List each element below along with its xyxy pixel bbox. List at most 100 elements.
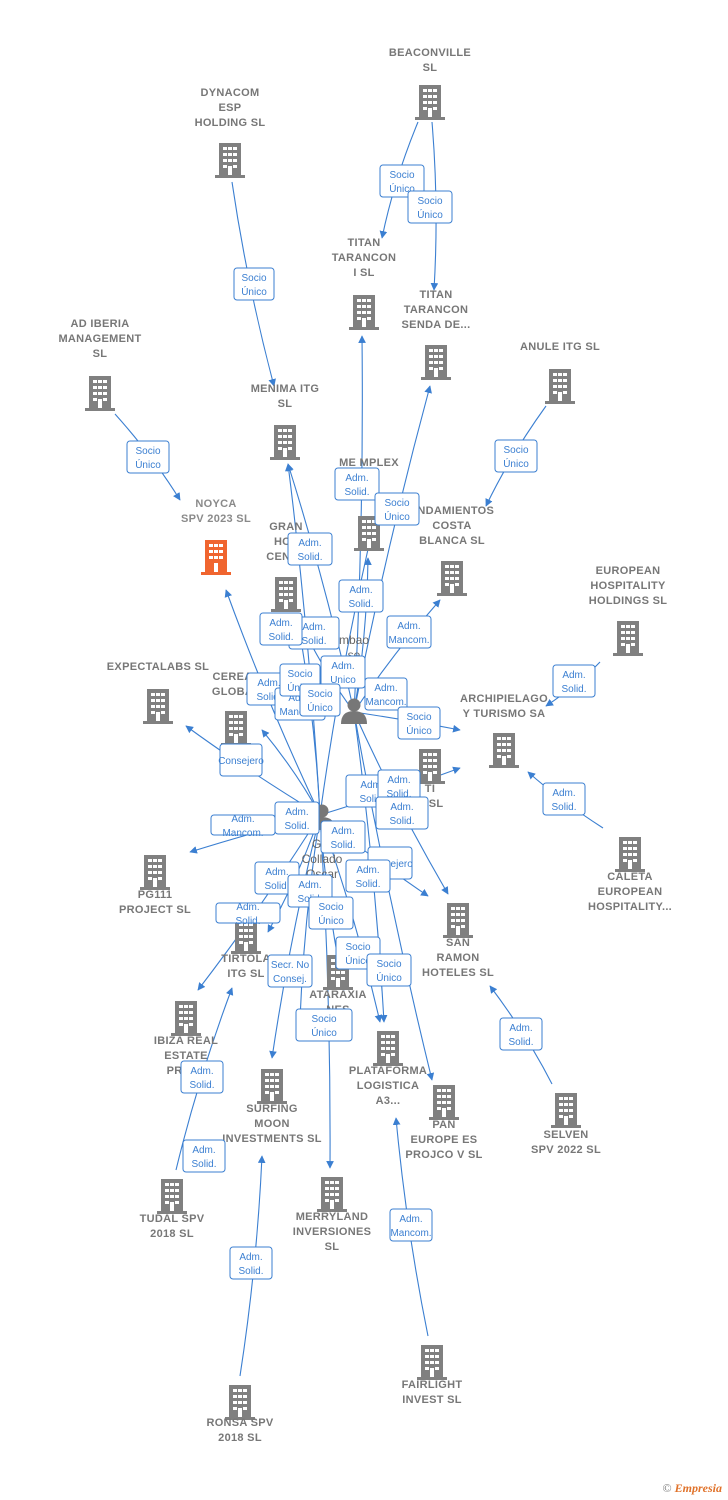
relation-badge[interactable]: Adm.Mancom. [364,677,408,711]
company-node-expectalabs[interactable]: EXPECTALABS SL [107,661,209,724]
relation-badge[interactable]: Adm.Solid. [180,1060,224,1094]
building-icon [373,1031,403,1066]
relation-label: Único [376,971,402,984]
relation-label: Adm. [399,1214,422,1225]
relation-badge[interactable]: Adm.Solid. [320,820,366,854]
company-label: HOSPITALITY [590,580,666,592]
relation-label: Solid. [386,789,411,800]
relation-label: Único [318,914,344,927]
relation-badge-box [287,532,333,566]
relation-badge-box [552,664,596,698]
relation-label: Adm. [192,1145,215,1156]
relation-badge-box [267,954,313,988]
relation-badge-box [366,953,412,987]
company-label: RONSA SPV [206,1417,273,1429]
company-label: SENDA DE... [402,319,471,331]
relation-badge[interactable]: Adm.Solid. [542,782,586,816]
company-label: PROJECT SL [119,904,191,916]
relation-badge[interactable]: Consejero [218,743,264,777]
relation-badge[interactable]: Adm.Solid. [345,859,391,893]
relation-badge[interactable]: Adm.Solid. [334,467,380,501]
company-node-plataforma[interactable]: PLATAFORMALOGISTICAA3... [349,1031,427,1107]
relation-badge[interactable]: Adm.Mancom. [210,814,276,839]
relation-badge-box [375,796,429,830]
company-label: SL [93,348,108,360]
relation-label: Adm. [552,788,575,799]
company-node-caleta[interactable]: CALETAEUROPEANHOSPITALITY... [588,837,672,913]
relation-badge[interactable]: Adm.Solid. [338,579,384,613]
relation-badge[interactable]: Adm.Solid. [499,1017,543,1051]
building-icon [221,711,251,746]
relation-badge-box [219,743,263,777]
relation-badge[interactable]: Adm.Solid. [287,532,333,566]
relation-badge[interactable]: Adm.Unico [320,655,366,689]
building-icon [415,85,445,120]
relation-badge[interactable]: Adm.Solid. [274,801,320,835]
relation-badge-box [295,1008,353,1042]
relation-badge[interactable]: Adm.Mancom. [389,1208,433,1242]
relation-badge[interactable]: Adm.Solid. [182,1139,226,1173]
company-label: HOLDING SL [195,117,266,129]
relation-badge-box [320,655,366,689]
company-label: BLANCA SL [419,535,485,547]
building-icon [349,295,379,330]
building-icon [225,1385,255,1420]
relation-label: Adm. [236,902,259,913]
relation-label: Socio [384,498,409,509]
relation-badge[interactable]: Adm.Solid. [375,796,429,830]
relation-badge[interactable]: Adm.Solid. [229,1246,273,1280]
relation-badge[interactable]: Adm.Mancom. [386,615,432,649]
company-label: SURFING [246,1103,298,1115]
relation-badge-box [345,859,391,893]
company-label: GRAN [269,521,303,533]
relation-badge-box [320,820,366,854]
company-node-anule[interactable]: ANULE ITG SL [520,341,600,404]
relation-label: Socio [406,712,431,723]
relation-edge [269,814,321,1059]
company-label: TI [425,783,435,795]
company-label: INVEST SL [402,1394,462,1406]
building-icon [613,621,643,656]
relation-label-layer: SocioÚnicoSocioÚnicoSocioÚnicoSocioÚnico… [126,164,596,1280]
copyright-icon: © [662,1481,672,1495]
relation-badge[interactable]: Adm.Solid. [552,664,596,698]
company-label: SELVEN [544,1129,589,1141]
building-icon [140,855,170,890]
company-label: ESTATE [164,1050,208,1062]
brand-logo[interactable]: Empresia [674,1481,722,1495]
relation-label: Adm. [390,802,413,813]
relation-badge[interactable]: Adm.Solid. [215,902,281,927]
relation-badge[interactable]: Adm.Solid. [259,612,303,646]
